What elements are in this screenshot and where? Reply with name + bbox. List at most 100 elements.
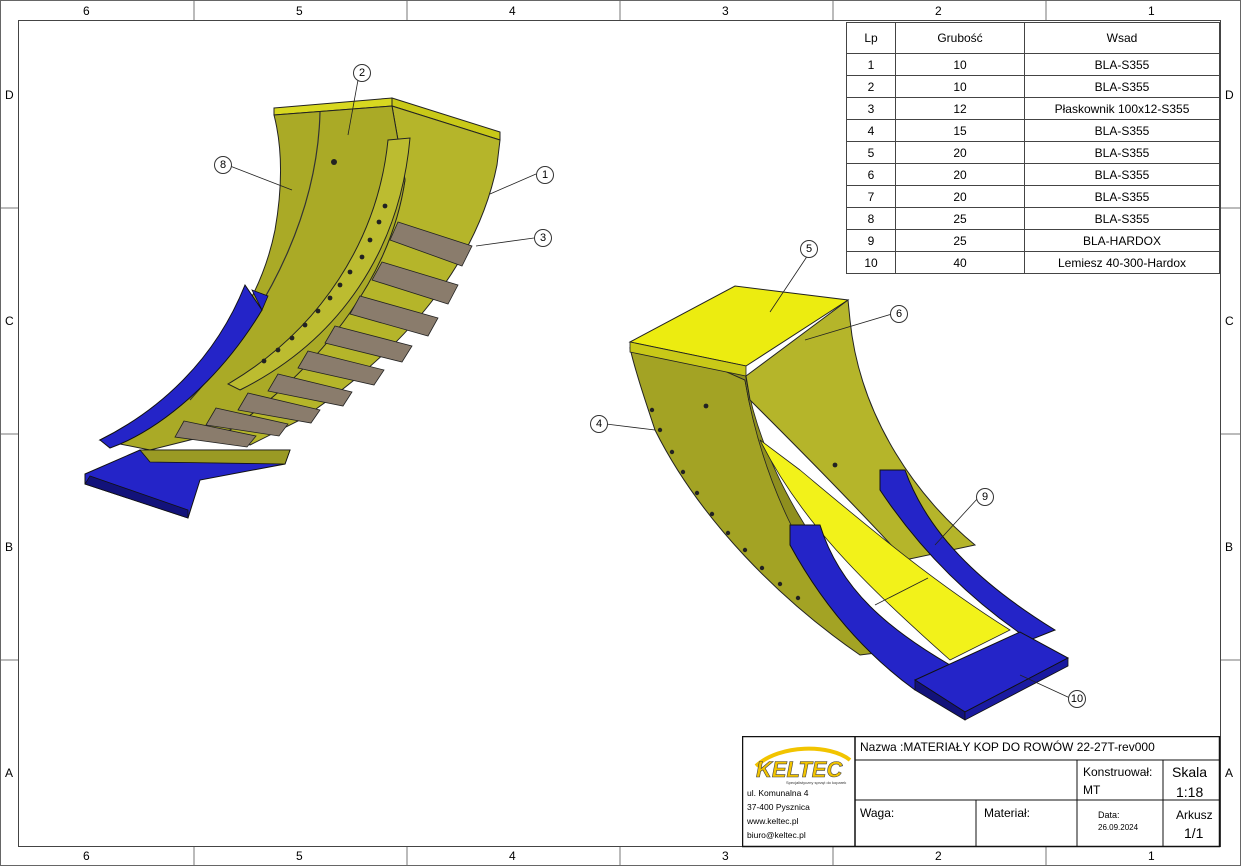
zone-col-5-bottom: 5 [296,849,303,863]
part-6-back-plate [745,299,977,561]
zone-col-4-top: 4 [509,4,516,18]
right-bolt-holes [649,403,838,601]
logo-text: KELTEC [756,757,843,782]
bom-cell-wsad: BLA-S355 [1024,141,1220,164]
bom-cell-lp: 2 [846,75,896,98]
right-leader-lines [605,254,1071,699]
bom-cell-lp: 10 [846,251,896,274]
zone-col-3-bottom: 3 [722,849,729,863]
bolt-flange [226,137,411,391]
zone-row-a-right: A [1225,766,1234,780]
bom-cell-lp: 7 [846,185,896,208]
bom-cell-wsad: Płaskownik 100x12-S355 [1024,97,1220,120]
zone-col-1-top: 1 [1148,4,1155,18]
zone-row-d-left: D [5,88,14,102]
data-label: Data: [1098,810,1120,820]
address-city: 37-400 Pysznica [747,802,810,812]
address-email: biuro@keltec.pl [747,830,806,840]
balloon-9: 9 [976,488,994,506]
bom-cell-wsad: BLA-S355 [1024,119,1220,142]
arkusz-value: 1/1 [1184,825,1204,841]
bom-cell-wsad: BLA-S355 [1024,163,1220,186]
bom-cell-grubosc: 12 [895,97,1025,120]
bom-cell-wsad: BLA-S355 [1024,207,1220,230]
bom-cell-lp: 6 [846,163,896,186]
arkusz-label: Arkusz [1176,808,1213,822]
bom-header-wsad: Wsad [1024,22,1220,54]
konstruowal-value: MT [1083,783,1101,797]
blade-edge [84,475,189,519]
zone-row-a-left: A [5,766,14,780]
balloon-5: 5 [800,240,818,258]
zone-row-c-left: C [5,314,14,328]
zone-col-6-top: 6 [83,4,90,18]
part-9-hardox-side-right [879,469,1057,641]
konstruowal-label: Konstruował: [1083,765,1153,779]
zone-col-5-top: 5 [296,4,303,18]
title-block-grid [742,736,1221,848]
part-9-hardox-side [99,283,263,449]
bom-cell-lp: 8 [846,207,896,230]
bom-cell-lp: 4 [846,119,896,142]
company-address: ul. Komunalna 4 37-400 Pysznica www.kelt… [747,786,810,842]
skala-value: 1:18 [1176,784,1204,800]
balloon-8: 8 [214,156,232,174]
bom-cell-wsad: BLA-HARDOX [1024,229,1220,252]
logo-tagline: Specjalistyczny sprzęt do koparek [786,780,846,785]
address-web: www.keltec.pl [747,816,799,826]
zone-row-b-left: B [5,540,14,554]
bom-cell-grubosc: 10 [895,75,1025,98]
bom-header-grubosc: Grubość [895,22,1025,54]
blade-side-edge [964,657,1069,721]
part-3-wear-strips [174,221,473,448]
floor-plate [759,439,1011,661]
bom-cell-lp: 1 [846,53,896,76]
bom-cell-lp: 3 [846,97,896,120]
left-leader-lines [229,79,537,247]
bom-cell-wsad: BLA-S355 [1024,53,1220,76]
balloon-6: 6 [890,305,908,323]
zone-row-d-right: D [1225,88,1234,102]
bucket-view-left [84,79,537,519]
zone-col-3-top: 3 [722,4,729,18]
bom-cell-lp: 9 [846,229,896,252]
bom-cell-grubosc: 20 [895,163,1025,186]
zone-col-4-bottom: 4 [509,849,516,863]
bom-cell-grubosc: 20 [895,141,1025,164]
drawing-name: Nazwa :MATERIAŁY KOP DO ROWÓW 22-27T-rev… [860,740,1155,754]
zone-row-b-right: B [1225,540,1234,554]
bom-cell-wsad: BLA-S355 [1024,75,1220,98]
keltec-logo: KELTEC Specjalistyczny sprzęt do koparek [754,746,852,785]
bom-cell-grubosc: 20 [895,185,1025,208]
hardox-notch [251,289,269,311]
balloon-4: 4 [590,415,608,433]
bom-cell-grubosc: 25 [895,229,1025,252]
balloon-1: 1 [536,166,554,184]
bom-cell-wsad: Lemiesz 40-300-Hardox [1024,251,1220,274]
skala-label: Skala [1172,764,1208,780]
zone-row-c-right: C [1225,314,1234,328]
bom-cell-grubosc: 40 [895,251,1025,274]
bom-cell-grubosc: 25 [895,207,1025,230]
data-value: 26.09.2024 [1098,823,1139,832]
bom-cell-lp: 5 [846,141,896,164]
address-street: ul. Komunalna 4 [747,788,809,798]
bom-cell-grubosc: 10 [895,53,1025,76]
bom-cell-grubosc: 15 [895,119,1025,142]
bom-cell-wsad: BLA-S355 [1024,185,1220,208]
balloon-10: 10 [1068,690,1086,708]
waga-label: Waga: [860,806,895,820]
balloon-2: 2 [353,64,371,82]
bucket-view-right [605,254,1071,721]
material-label: Materiał: [984,806,1031,820]
